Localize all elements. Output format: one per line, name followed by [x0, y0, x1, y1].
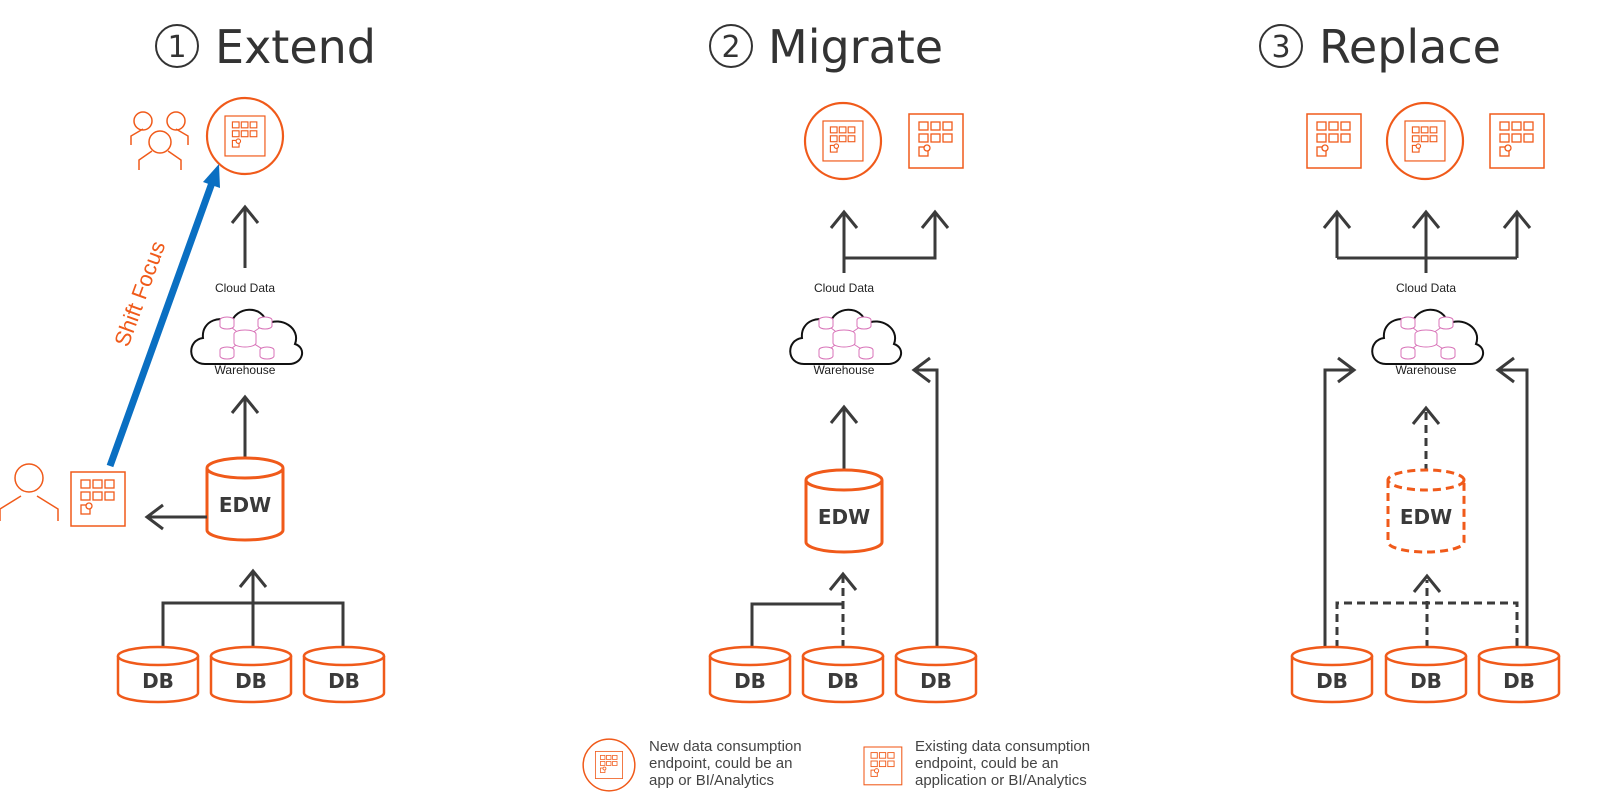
db-label: DB: [1316, 669, 1348, 693]
db-cylinder: DB: [302, 645, 386, 704]
db-label: DB: [235, 669, 267, 693]
flow-arrow: [829, 404, 859, 472]
legend-text-line: Existing data consumption: [915, 738, 1090, 755]
shift-focus-arrow: [106, 164, 220, 468]
flow-arrow: [144, 503, 207, 531]
legend-text-line: application or BI/Analytics: [915, 772, 1087, 789]
dashed-flow-arrow: [1335, 580, 1519, 648]
new-endpoint-icon: [1385, 101, 1465, 181]
cloud-label-top: Cloud Data: [814, 281, 874, 295]
db-cylinder: DB: [1477, 645, 1561, 704]
flow-arrow: [161, 568, 345, 648]
panel-title-migrate: 2 Migrate: [709, 20, 943, 74]
cloud-warehouse-icon: [790, 310, 901, 364]
existing-endpoint-icon: [1489, 113, 1545, 169]
new-endpoint-icon: [803, 101, 883, 181]
legend-text-line: app or BI/Analytics: [649, 772, 774, 789]
edw-label: EDW: [1400, 505, 1452, 529]
cloud-label-top: Cloud Data: [215, 281, 275, 295]
legend-item-new: New data consumption endpoint, could be …: [582, 738, 802, 792]
db-label: DB: [328, 669, 360, 693]
step-number: 1: [167, 30, 186, 65]
legend-item-existing: Existing data consumption endpoint, coul…: [863, 738, 1090, 789]
flow-arrow: [1322, 209, 1532, 273]
flow-arrow-head: [1412, 573, 1442, 593]
db-cylinder: DB: [894, 645, 978, 704]
db-cylinder: DB: [1290, 645, 1374, 704]
new-endpoint-icon: [205, 96, 285, 176]
step-number-circle: [709, 24, 753, 68]
step-number: 3: [1271, 30, 1290, 65]
edw-cylinder-dashed: EDW: [1386, 468, 1466, 554]
db-label: DB: [827, 669, 859, 693]
legend-text-line: endpoint, could be an: [649, 755, 792, 772]
existing-endpoint-icon: [863, 746, 903, 786]
step-number-circle: [155, 24, 199, 68]
db-cylinder: DB: [209, 645, 293, 704]
legend: New data consumption endpoint, could be …: [582, 738, 1090, 792]
new-endpoint-icon: [582, 738, 636, 792]
flow-arrow-head: [828, 571, 858, 591]
edw-cylinder: EDW: [804, 468, 884, 554]
step-number-circle: [1259, 24, 1303, 68]
flow-arrow: [750, 602, 843, 648]
db-label: DB: [734, 669, 766, 693]
db-label: DB: [1503, 669, 1535, 693]
existing-endpoint-icon: [70, 471, 126, 527]
flow-arrow: [230, 394, 260, 458]
cloud-label-bottom: Warehouse: [1396, 363, 1457, 377]
edw-label: EDW: [219, 493, 271, 517]
panel-extend: Cloud Data Warehouse EDW Shift Focus: [0, 96, 386, 704]
panel-replace: Cloud Data Warehouse EDW DB DB DB: [1290, 101, 1561, 704]
flow-arrow: [911, 356, 939, 648]
legend-text-line: endpoint, could be an: [915, 755, 1058, 772]
existing-endpoint-icon: [908, 113, 964, 169]
edw-label: EDW: [818, 505, 870, 529]
existing-endpoint-icon: [1306, 113, 1362, 169]
cloud-label-bottom: Warehouse: [814, 363, 875, 377]
flow-arrow: [1495, 356, 1529, 648]
step-number: 2: [721, 30, 740, 65]
user-icon: [0, 463, 59, 521]
panel-title-replace: 3 Replace: [1259, 20, 1501, 74]
flow-arrow: [829, 209, 950, 273]
legend-text-line: New data consumption: [649, 738, 802, 755]
panel-title: Migrate: [768, 20, 943, 74]
panel-title: Extend: [215, 20, 376, 74]
cloud-label-bottom: Warehouse: [215, 363, 276, 377]
flow-arrow: [1323, 356, 1357, 648]
panel-title-extend: 1 Extend: [155, 20, 376, 74]
cloud-warehouse-icon: [1372, 310, 1483, 364]
db-cylinder: DB: [708, 645, 792, 704]
cloud-warehouse-icon: [191, 310, 302, 364]
db-cylinder: DB: [801, 645, 885, 704]
flow-arrow-head: [1411, 405, 1441, 425]
users-group-icon: [130, 111, 189, 170]
db-label: DB: [1410, 669, 1442, 693]
panel-migrate: Cloud Data Warehouse EDW DB DB DB: [708, 101, 978, 704]
edw-cylinder: EDW: [205, 456, 285, 542]
panel-title: Replace: [1319, 20, 1501, 74]
flow-arrow: [230, 204, 260, 268]
db-label: DB: [920, 669, 952, 693]
db-label: DB: [142, 669, 174, 693]
db-cylinder: DB: [116, 645, 200, 704]
db-cylinder: DB: [1384, 645, 1468, 704]
cloud-label-top: Cloud Data: [1396, 281, 1456, 295]
